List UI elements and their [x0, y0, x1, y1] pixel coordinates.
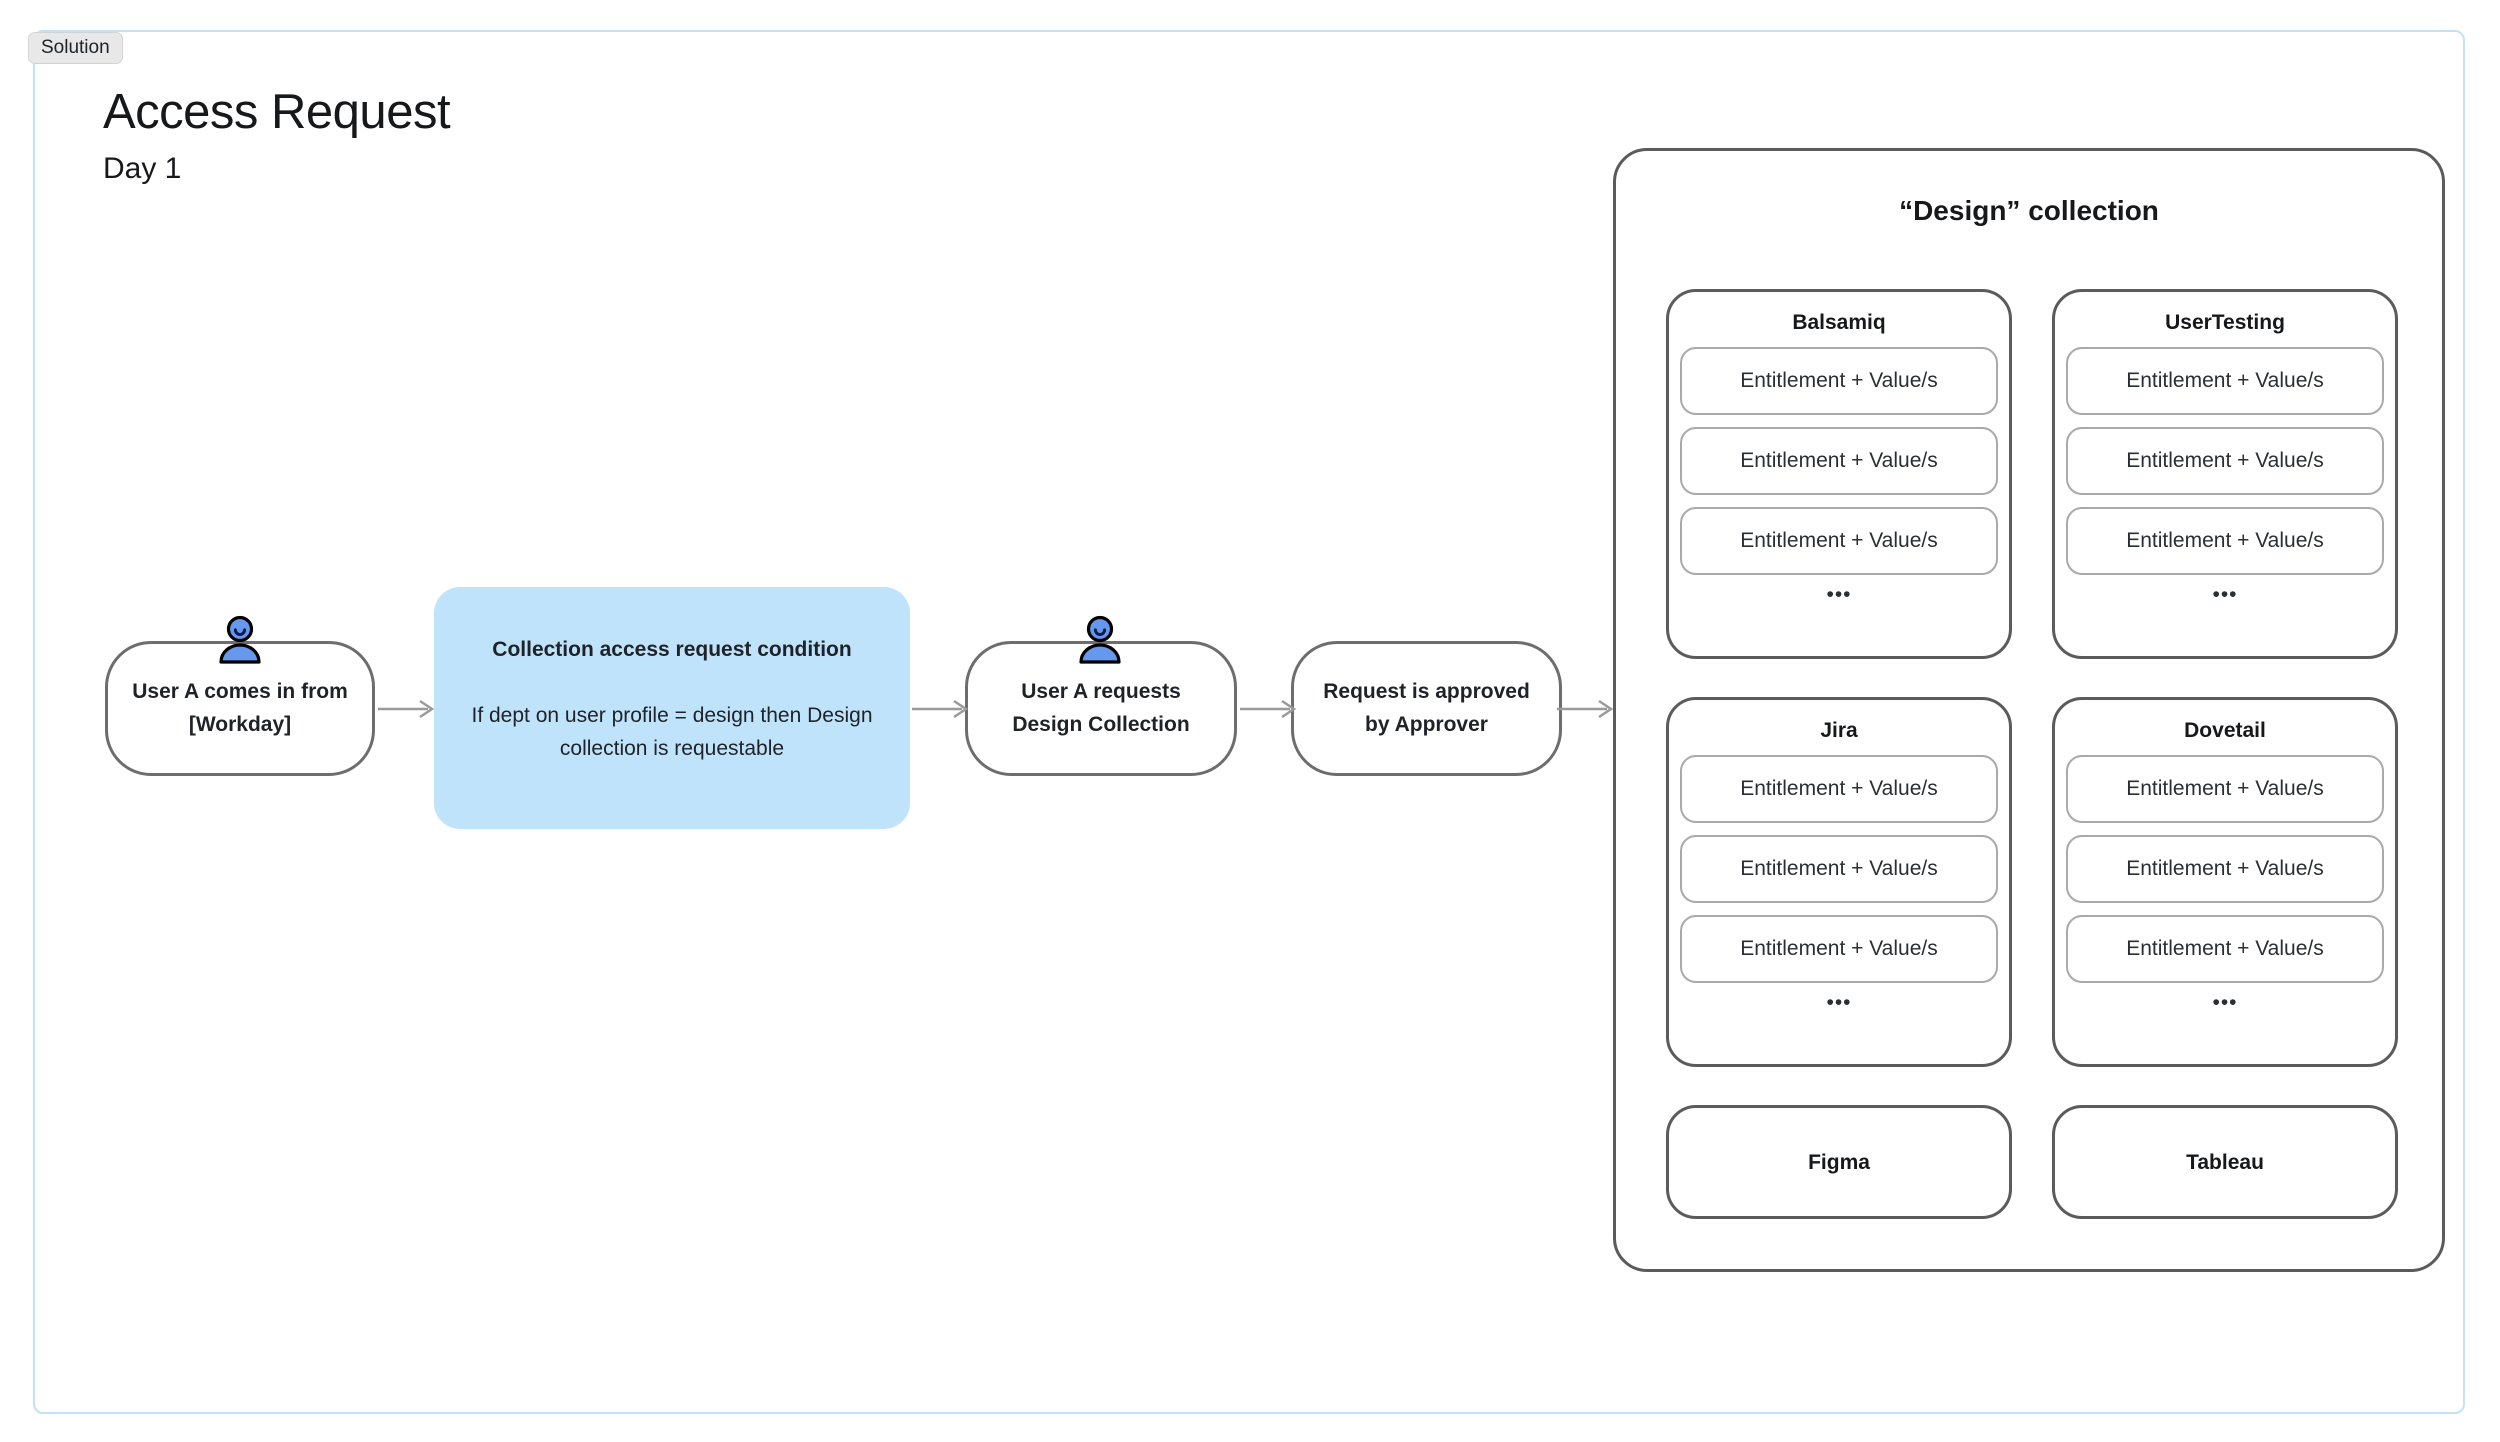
flow-node-approved[interactable]: Request is approved by Approver: [1291, 641, 1562, 776]
more-entitlements-ellipsis[interactable]: •••: [1826, 583, 1852, 606]
entitlement-pill[interactable]: Entitlement + Value/s: [2066, 755, 2384, 823]
collection-title: “Design” collection: [1899, 195, 2159, 226]
entitlement-pill[interactable]: Entitlement + Value/s: [2066, 835, 2384, 903]
entitlement-pill[interactable]: Entitlement + Value/s: [2066, 347, 2384, 415]
flow-arrow-1: [378, 697, 436, 721]
entitlement-pill[interactable]: Entitlement + Value/s: [1680, 915, 1998, 983]
more-entitlements-ellipsis[interactable]: •••: [1826, 991, 1852, 1014]
entitlement-pill[interactable]: Entitlement + Value/s: [1680, 427, 1998, 495]
flow-node-user-arrives[interactable]: User A comes in from [Workday]: [105, 641, 375, 776]
entitlement-pill[interactable]: Entitlement + Value/s: [1680, 347, 1998, 415]
flow-arrow-4: [1557, 697, 1615, 721]
flow-node-label: Request is approved by Approver: [1323, 679, 1530, 736]
entitlement-pill[interactable]: Entitlement + Value/s: [1680, 507, 1998, 575]
flow-node-label: User A comes in from [Workday]: [132, 679, 348, 736]
condition-body: If dept on user profile = design then De…: [471, 704, 873, 760]
entitlement-pill[interactable]: Entitlement + Value/s: [1680, 755, 1998, 823]
flow-arrow-3: [1240, 697, 1298, 721]
entitlement-pill[interactable]: Entitlement + Value/s: [1680, 835, 1998, 903]
entitlement-pill[interactable]: Entitlement + Value/s: [2066, 427, 2384, 495]
flow-node-label: User A requests Design Collection: [1012, 679, 1190, 736]
page-title: Access Request: [103, 85, 451, 139]
app-name: Tableau: [2186, 1150, 2264, 1174]
condition-title: Collection access request condition: [492, 638, 852, 661]
more-entitlements-ellipsis[interactable]: •••: [2212, 583, 2238, 606]
flow-arrow-2: [912, 697, 970, 721]
app-name: Figma: [1808, 1150, 1870, 1174]
solution-badge: Solution: [28, 32, 123, 64]
app-name: UserTesting: [2165, 311, 2285, 334]
app-card[interactable]: Figma: [1666, 1105, 2012, 1219]
page-subtitle: Day 1: [103, 152, 182, 185]
more-entitlements-ellipsis[interactable]: •••: [2212, 991, 2238, 1014]
entitlement-pill[interactable]: Entitlement + Value/s: [2066, 507, 2384, 575]
condition-box[interactable]: Collection access request condition If d…: [434, 587, 910, 829]
app-name: Balsamiq: [1792, 311, 1886, 334]
app-name: Dovetail: [2184, 719, 2266, 742]
app-name: Jira: [1820, 719, 1858, 742]
flow-node-user-requests[interactable]: User A requests Design Collection: [965, 641, 1237, 776]
app-card[interactable]: Tableau: [2052, 1105, 2398, 1219]
entitlement-pill[interactable]: Entitlement + Value/s: [2066, 915, 2384, 983]
